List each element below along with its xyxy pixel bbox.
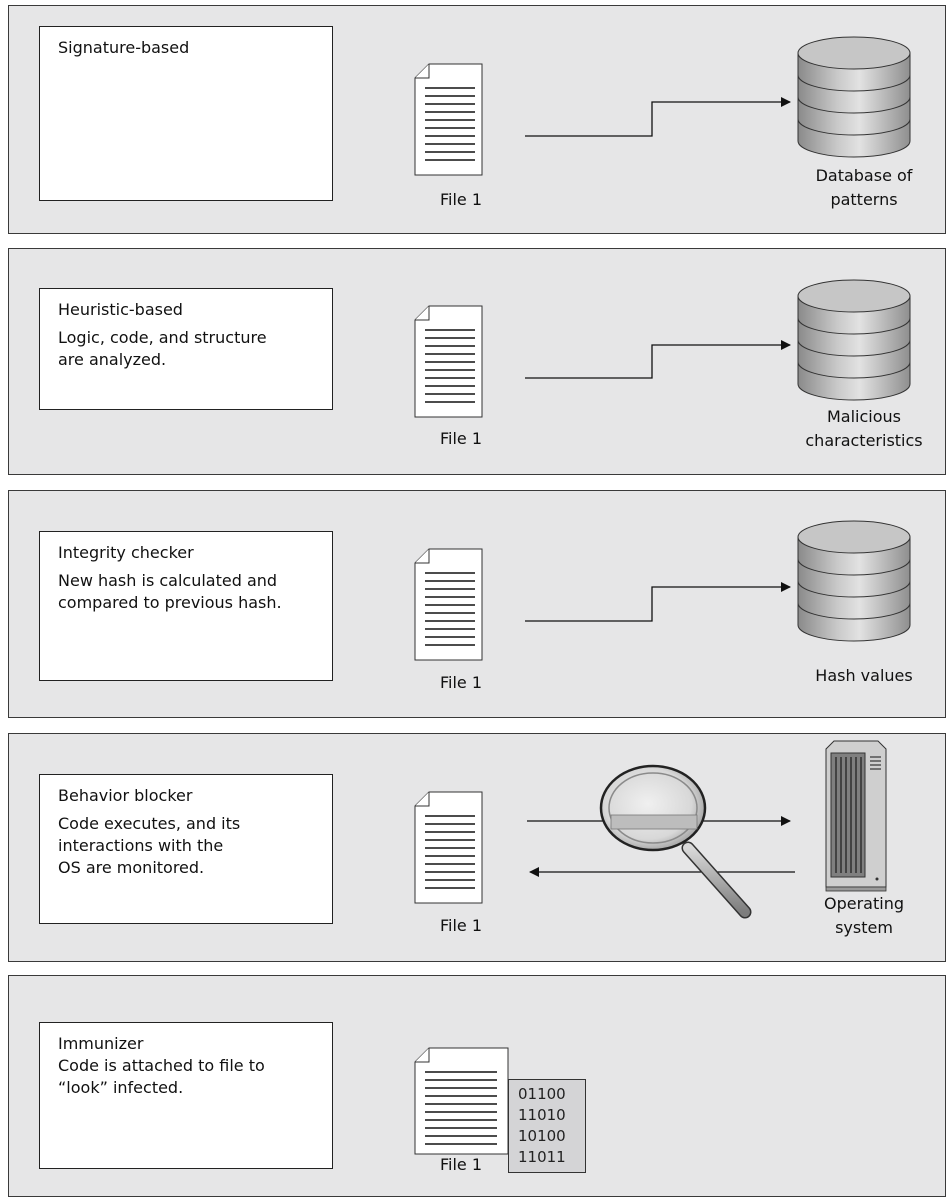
document-icon [414, 63, 483, 176]
target-label-line: Database of [815, 166, 913, 185]
file-label: File 1 [439, 916, 483, 935]
binary-line: 11011 [518, 1148, 566, 1166]
description-line: interactions with the [58, 836, 224, 855]
description-box: Heuristic-based Logic, code, and structu… [39, 288, 333, 410]
description-line: New hash is calculated and [58, 571, 278, 590]
description-line: Logic, code, and structure [58, 328, 267, 347]
target-label: Operating system [789, 892, 939, 940]
database-icon [797, 520, 911, 642]
description-box: Immunizer Code is attached to file to “l… [39, 1022, 333, 1169]
target-label-line: Operating [824, 894, 904, 913]
panel-description: Code executes, and its interactions with… [58, 813, 320, 879]
file-label: File 1 [439, 190, 483, 209]
target-label-line: Hash values [815, 666, 913, 685]
target-label-line: system [835, 918, 893, 937]
description-line: Code executes, and its [58, 814, 241, 833]
document-icon [414, 548, 483, 661]
panel-title: Integrity checker [58, 543, 194, 562]
panel-title: Immunizer [58, 1034, 144, 1053]
panel-title: Behavior blocker [58, 786, 193, 805]
target-label: Database of patterns [789, 164, 939, 212]
database-icon [797, 36, 911, 158]
document-icon [414, 305, 483, 418]
description-box: Integrity checker New hash is calculated… [39, 531, 333, 681]
description-line: OS are monitored. [58, 858, 205, 877]
description-box: Behavior blocker Code executes, and its … [39, 774, 333, 924]
server-icon [825, 740, 887, 892]
file-label: File 1 [439, 673, 483, 692]
binary-line: 11010 [518, 1106, 566, 1124]
panel-signature-based: Signature-based File 1 Database of patte… [8, 5, 946, 234]
binary-line: 10100 [518, 1127, 566, 1145]
database-icon [797, 279, 911, 401]
document-icon [414, 1047, 509, 1155]
panel-immunizer: Immunizer Code is attached to file to “l… [8, 975, 946, 1197]
document-icon [414, 791, 483, 904]
target-label-line: Malicious [826, 407, 901, 426]
magnifier-icon [599, 764, 752, 919]
binary-code-block: 01100 11010 10100 11011 [508, 1079, 586, 1173]
panel-description: Logic, code, and structure are analyzed. [58, 327, 320, 371]
panel-integrity-checker: Integrity checker New hash is calculated… [8, 490, 946, 718]
description-line: compared to previous hash. [58, 593, 282, 612]
arrow-icon [525, 97, 791, 137]
panel-title: Heuristic-based [58, 300, 183, 319]
description-line: are analyzed. [58, 350, 167, 369]
file-label: File 1 [439, 1155, 483, 1174]
panel-description: Code is attached to file to “look” infec… [58, 1055, 320, 1099]
panel-description: New hash is calculated and compared to p… [58, 570, 320, 614]
arrow-icon [525, 340, 791, 379]
description-line: “look” infected. [58, 1078, 184, 1097]
description-line: Code is attached to file to [58, 1056, 265, 1075]
file-label: File 1 [439, 429, 483, 448]
description-box: Signature-based [39, 26, 333, 201]
panel-title: Signature-based [58, 38, 190, 57]
binary-line: 01100 [518, 1085, 566, 1103]
target-label: Malicious characteristics [789, 405, 939, 453]
target-label-line: patterns [830, 190, 898, 209]
target-label-line: characteristics [805, 431, 923, 450]
target-label: Hash values [789, 664, 939, 688]
arrow-icon [525, 582, 791, 622]
